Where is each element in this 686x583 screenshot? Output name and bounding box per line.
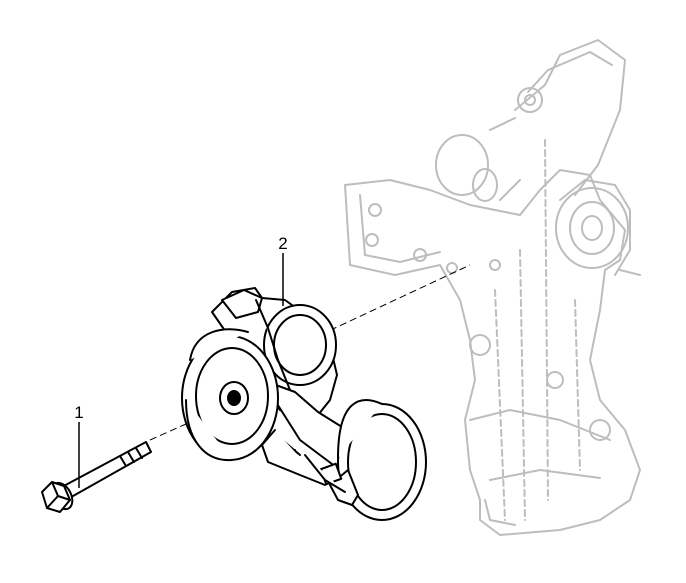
flange-bolt [41, 441, 152, 513]
alignment-centerline [149, 264, 471, 441]
callout-1: 1 [74, 403, 83, 422]
leader-lines [78, 253, 284, 488]
belt-tensioner-assembly [181, 287, 427, 521]
callout-2: 2 [278, 234, 287, 253]
engine-bracket-ghost [344, 39, 641, 536]
